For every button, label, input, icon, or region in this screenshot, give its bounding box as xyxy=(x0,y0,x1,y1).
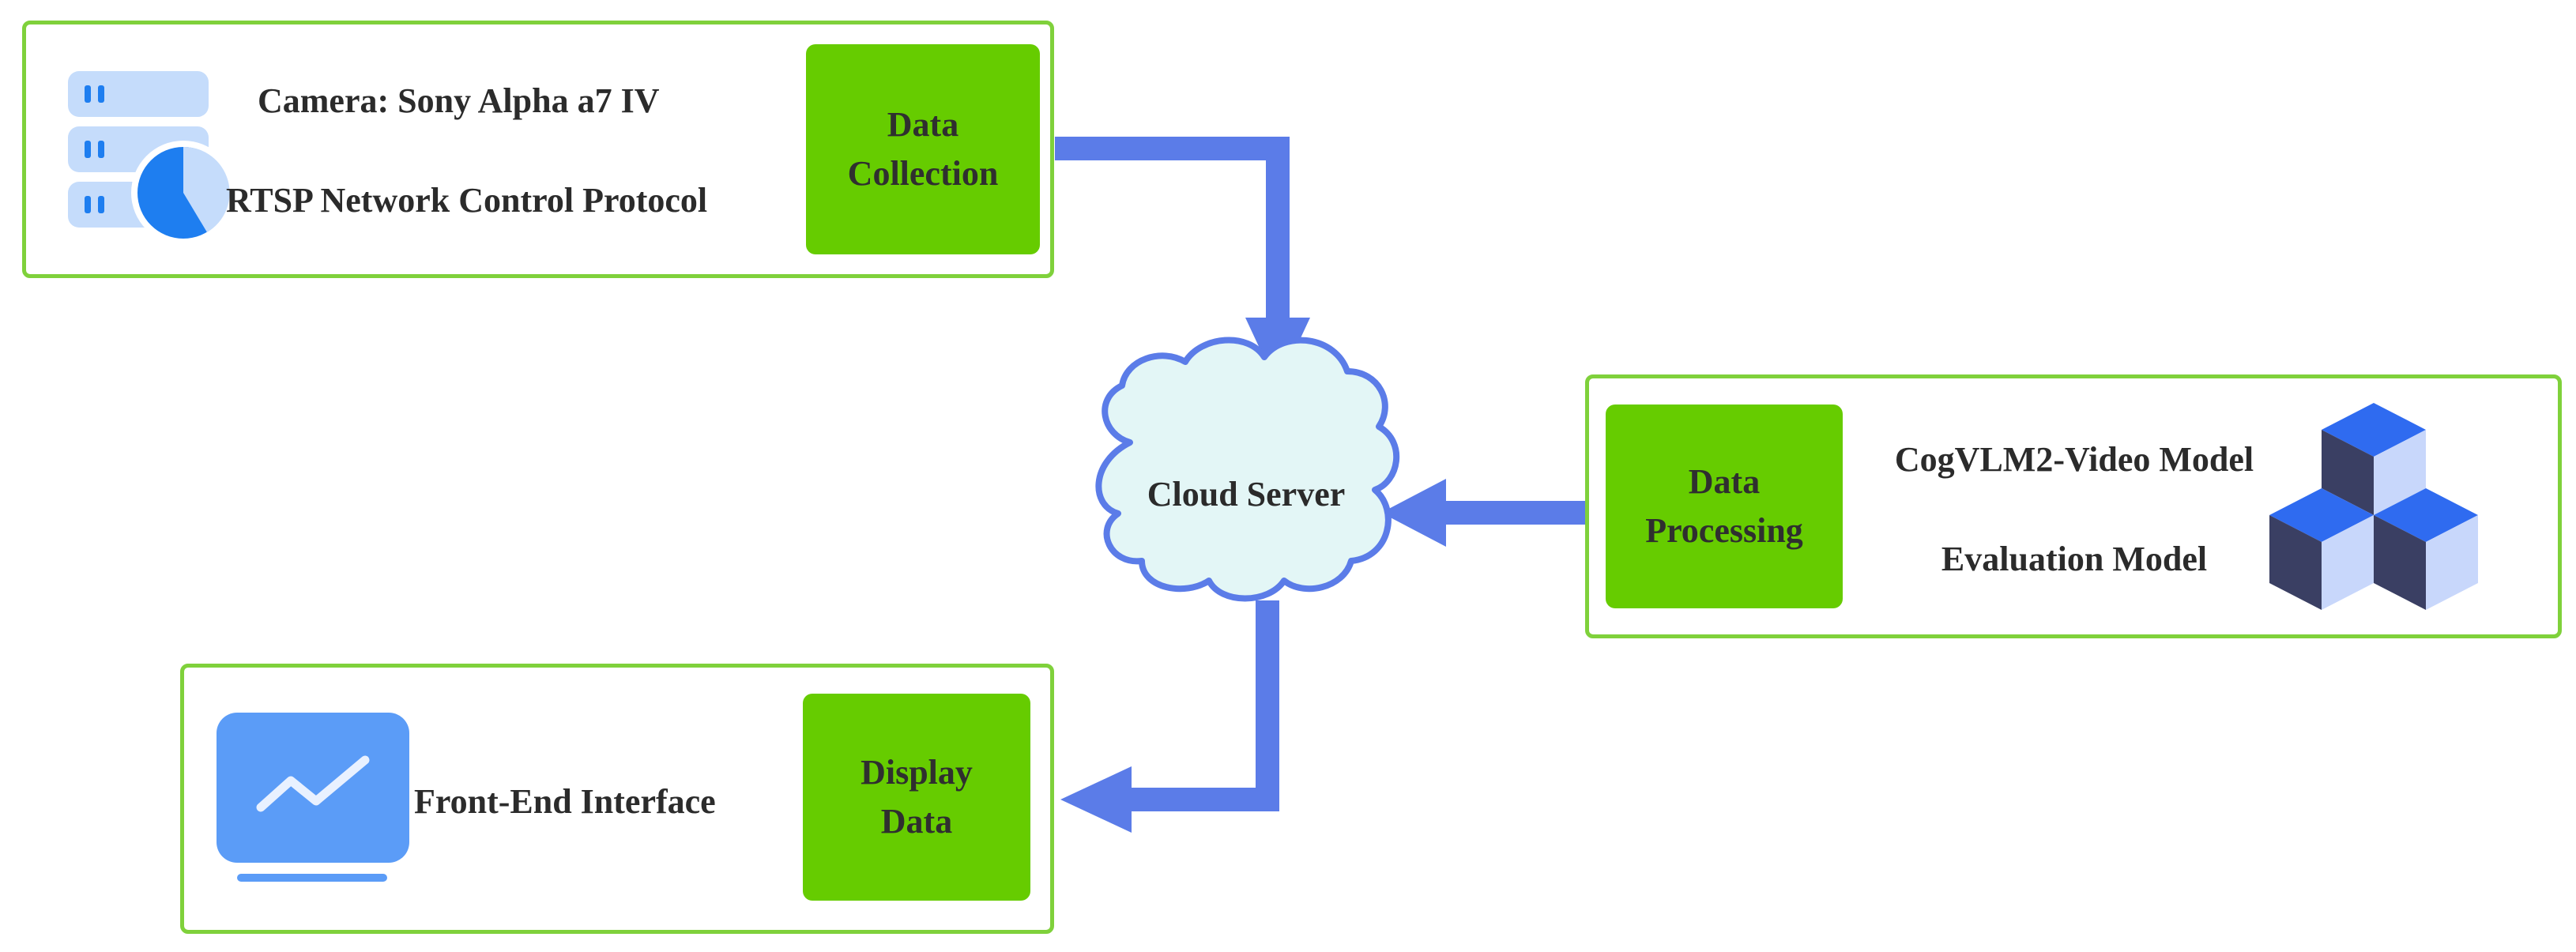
cogvlm-model-label: CogVLM2-Video Model xyxy=(1894,440,2254,479)
data-collection-box: Data Collection xyxy=(806,44,1040,254)
display-data-box: Display Data xyxy=(803,694,1030,901)
camera-label: Camera: Sony Alpha a7 IV xyxy=(258,81,660,120)
arrow-processing-to-cloud xyxy=(1381,479,1588,547)
data-collection-line2: Collection xyxy=(847,154,999,193)
front-end-interface-label: Front-End Interface xyxy=(414,782,716,821)
data-processing-line1: Data xyxy=(1688,462,1761,501)
cloud-server-label: Cloud Server xyxy=(1147,475,1346,514)
data-processing-box: Data Processing xyxy=(1606,405,1843,608)
protocol-label: RTSP Network Control Protocol xyxy=(226,181,708,220)
data-collection-line1: Data xyxy=(887,105,959,144)
data-processing-line2: Processing xyxy=(1645,511,1803,550)
evaluation-model-label: Evaluation Model xyxy=(1941,540,2208,578)
display-data-line1: Display xyxy=(861,753,973,792)
arrow-cloud-to-display xyxy=(1060,600,1279,833)
cloud-server-shape xyxy=(1095,337,1400,602)
display-data-line2: Data xyxy=(880,802,953,841)
